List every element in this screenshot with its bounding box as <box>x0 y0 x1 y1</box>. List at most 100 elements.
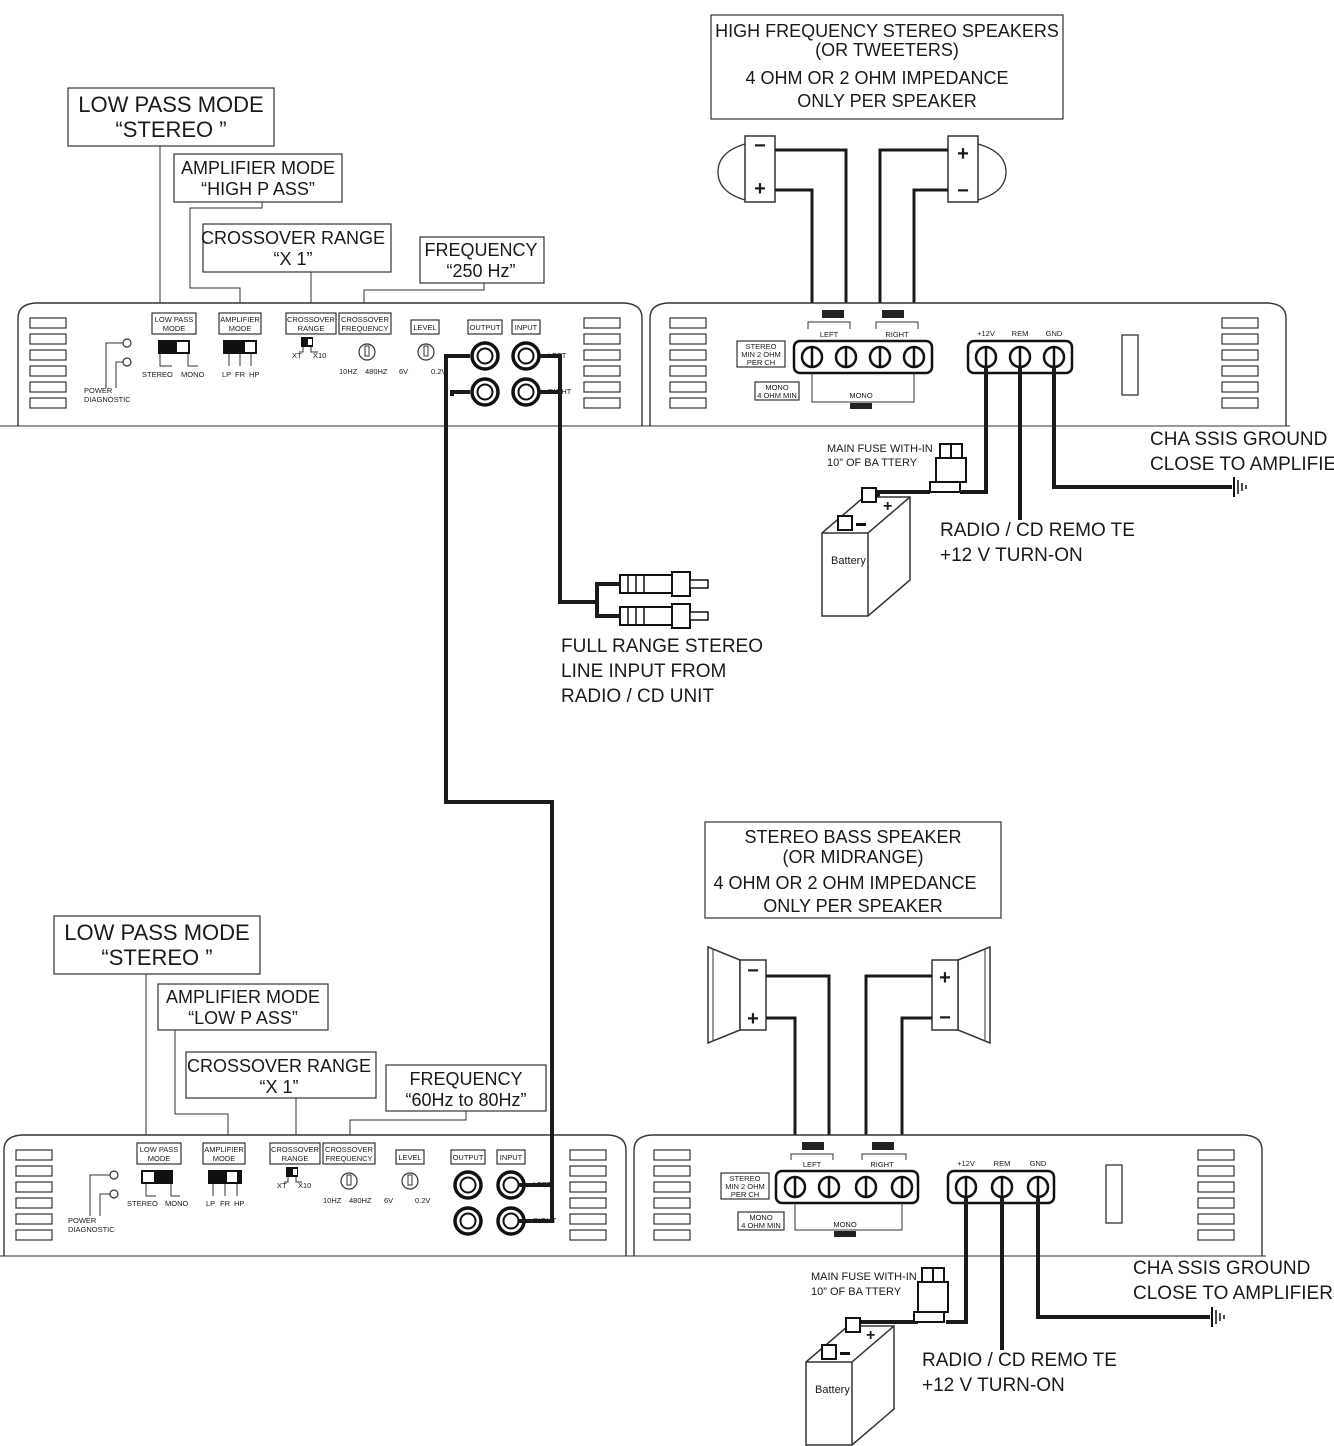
diagnostic-label-b: DIAGNOSTIC <box>68 1225 115 1234</box>
fr-label: FR <box>235 370 246 379</box>
frequency-callout-line1-b: FREQUENCY <box>409 1069 522 1089</box>
mono-label: MONO <box>181 370 204 379</box>
xt-label: XT <box>292 351 302 360</box>
diagnostic-led-icon <box>122 357 132 367</box>
remote-label-2: +12 V TURN-ON <box>940 545 1083 566</box>
power-12v-terminal[interactable] <box>974 345 998 369</box>
crossover-frequency-label-b: CROSSOVER <box>325 1145 374 1154</box>
stereo-label-b: STEREO <box>127 1199 158 1208</box>
power-rem-terminal-b[interactable] <box>990 1175 1014 1199</box>
level-knob-b[interactable] <box>401 1172 419 1190</box>
bass-info-line3: 4 OHM OR 2 OHM IMPEDANCE <box>713 873 976 893</box>
line-input-label-2: LINE INPUT FROM <box>561 661 726 682</box>
speaker-left-label-b: LEFT <box>803 1160 822 1169</box>
speaker-right-pos-terminal[interactable] <box>868 345 892 369</box>
mono-min-label-2-b: 4 OHM MIN <box>741 1221 781 1230</box>
freq-min-label-b: 10HZ <box>323 1196 342 1205</box>
amplifier-mode-label-b: AMPLIFIER <box>204 1145 244 1154</box>
top-amp-chassis: POWER DIAGNOSTIC LOW PASS MODE STEREO MO… <box>0 302 648 427</box>
output-right-jack[interactable] <box>470 377 500 407</box>
svg-text:−: − <box>754 135 766 157</box>
amp-mode-callout-line2: “HIGH P ASS” <box>201 179 315 199</box>
bottom-right-chassis: STEREO MIN 2 OHM PER CH MONO 4 OHM MIN L… <box>630 1134 1266 1257</box>
crossover-range-switch[interactable] <box>301 337 313 347</box>
power-label-b: POWER <box>68 1216 97 1225</box>
power-rem-terminal[interactable] <box>1008 345 1032 369</box>
level-min-label: 6V <box>399 367 408 376</box>
svg-text:−: − <box>747 960 759 982</box>
amplifier-mode-label-2: MODE <box>229 324 252 333</box>
crossover-range-callout-line2: “X 1” <box>273 249 312 269</box>
bottom-amp-callouts: LOW PASS MODE “STEREO ” AMPLIFIER MODE “… <box>53 915 547 1142</box>
svg-text:−: − <box>939 1007 951 1029</box>
x10-label: X10 <box>313 351 326 360</box>
speaker-left-pos-terminal[interactable] <box>834 345 858 369</box>
speaker-left-pos-terminal-b[interactable] <box>817 1175 841 1199</box>
rem-label-b: REM <box>994 1159 1011 1168</box>
low-pass-callout-line2-b: “STEREO ” <box>101 945 212 970</box>
low-pass-callout-line1-b: LOW PASS MODE <box>64 920 249 945</box>
freq-max-label-b: 480HZ <box>349 1196 372 1205</box>
level-label-b: LEVEL <box>398 1153 421 1162</box>
stereo-min-label-2: MIN 2 OHM <box>741 350 781 359</box>
crossover-range-label: CROSSOVER <box>287 315 336 324</box>
fuse-label-2: 10” OF BA TTERY <box>827 457 918 469</box>
input-label: INPUT <box>515 323 538 332</box>
lp-label-b: LP <box>206 1199 215 1208</box>
plus12-label: +12V <box>977 329 995 338</box>
stereo-min-label-1-b: STEREO <box>730 1174 761 1183</box>
remote-label-2-b: +12 V TURN-ON <box>922 1375 1065 1396</box>
ground-label-1-b: CHA SSIS GROUND <box>1133 1258 1310 1279</box>
crossover-frequency-knob[interactable] <box>358 343 376 361</box>
speaker-right-label-b: RIGHT <box>870 1160 894 1169</box>
fuse-icon <box>929 443 967 493</box>
low-pass-mode-label: LOW PASS <box>155 315 194 324</box>
stereo-min-label-2-b: MIN 2 OHM <box>725 1182 765 1191</box>
input-right-jack[interactable] <box>511 377 541 407</box>
ground-icon <box>1233 476 1247 498</box>
remote-label-1-b: RADIO / CD REMO TE <box>922 1350 1117 1371</box>
freq-min-label: 10HZ <box>339 367 358 376</box>
ground-label-2: CLOSE TO AMPLIFIER <box>1150 454 1334 475</box>
power-gnd-terminal[interactable] <box>1042 345 1066 369</box>
speaker-right-neg-terminal[interactable] <box>902 345 926 369</box>
rca-plug-lower-icon <box>619 603 709 629</box>
remote-label-1: RADIO / CD REMO TE <box>940 520 1135 541</box>
crossover-range-label-2-b: RANGE <box>282 1154 309 1163</box>
gnd-label: GND <box>1046 329 1063 338</box>
low-pass-mode-label-2-b: MODE <box>148 1154 171 1163</box>
right-bass-speaker-icon: + − <box>931 945 991 1045</box>
crossover-frequency-knob-b[interactable] <box>340 1172 358 1190</box>
crossover-range-switch-b[interactable] <box>286 1167 298 1177</box>
speaker-left-neg-terminal-b[interactable] <box>783 1175 807 1199</box>
gnd-label-b: GND <box>1030 1159 1047 1168</box>
amp-mode-callout-line1-b: AMPLIFIER MODE <box>166 987 320 1007</box>
level-max-label: 0.2V <box>431 367 446 376</box>
top-speaker-wires <box>775 148 948 357</box>
speaker-right-pos-terminal-b[interactable] <box>854 1175 878 1199</box>
fuse-label-1: MAIN FUSE WITH-IN <box>827 443 933 455</box>
crossover-range-callout-box <box>202 223 392 273</box>
output-left-jack[interactable] <box>470 341 500 371</box>
crossover-range-callout-line2-b: “X 1” <box>259 1077 298 1097</box>
frequency-callout-line1: FREQUENCY <box>424 240 537 260</box>
svg-text:+: + <box>747 1008 759 1030</box>
fr-label-b: FR <box>220 1199 231 1208</box>
hp-label-b: HP <box>234 1199 244 1208</box>
svg-text:+: + <box>754 178 766 200</box>
output-left-jack-b[interactable] <box>453 1170 483 1200</box>
level-label: LEVEL <box>413 323 436 332</box>
power-12v-terminal-b[interactable] <box>954 1175 978 1199</box>
power-gnd-terminal-b[interactable] <box>1026 1175 1050 1199</box>
speaker-left-neg-terminal[interactable] <box>800 345 824 369</box>
fuse-label-1-b: MAIN FUSE WITH-IN <box>811 1271 917 1283</box>
level-knob[interactable] <box>417 343 435 361</box>
input-left-jack[interactable] <box>511 341 541 371</box>
diagnostic-label: DIAGNOSTIC <box>84 395 131 404</box>
power-label: POWER <box>84 386 113 395</box>
output-right-jack-b[interactable] <box>453 1206 483 1236</box>
speaker-left-label: LEFT <box>820 330 839 339</box>
speaker-right-neg-terminal-b[interactable] <box>890 1175 914 1199</box>
amp-mode-callout-line2-b: “LOW P ASS” <box>188 1008 298 1028</box>
